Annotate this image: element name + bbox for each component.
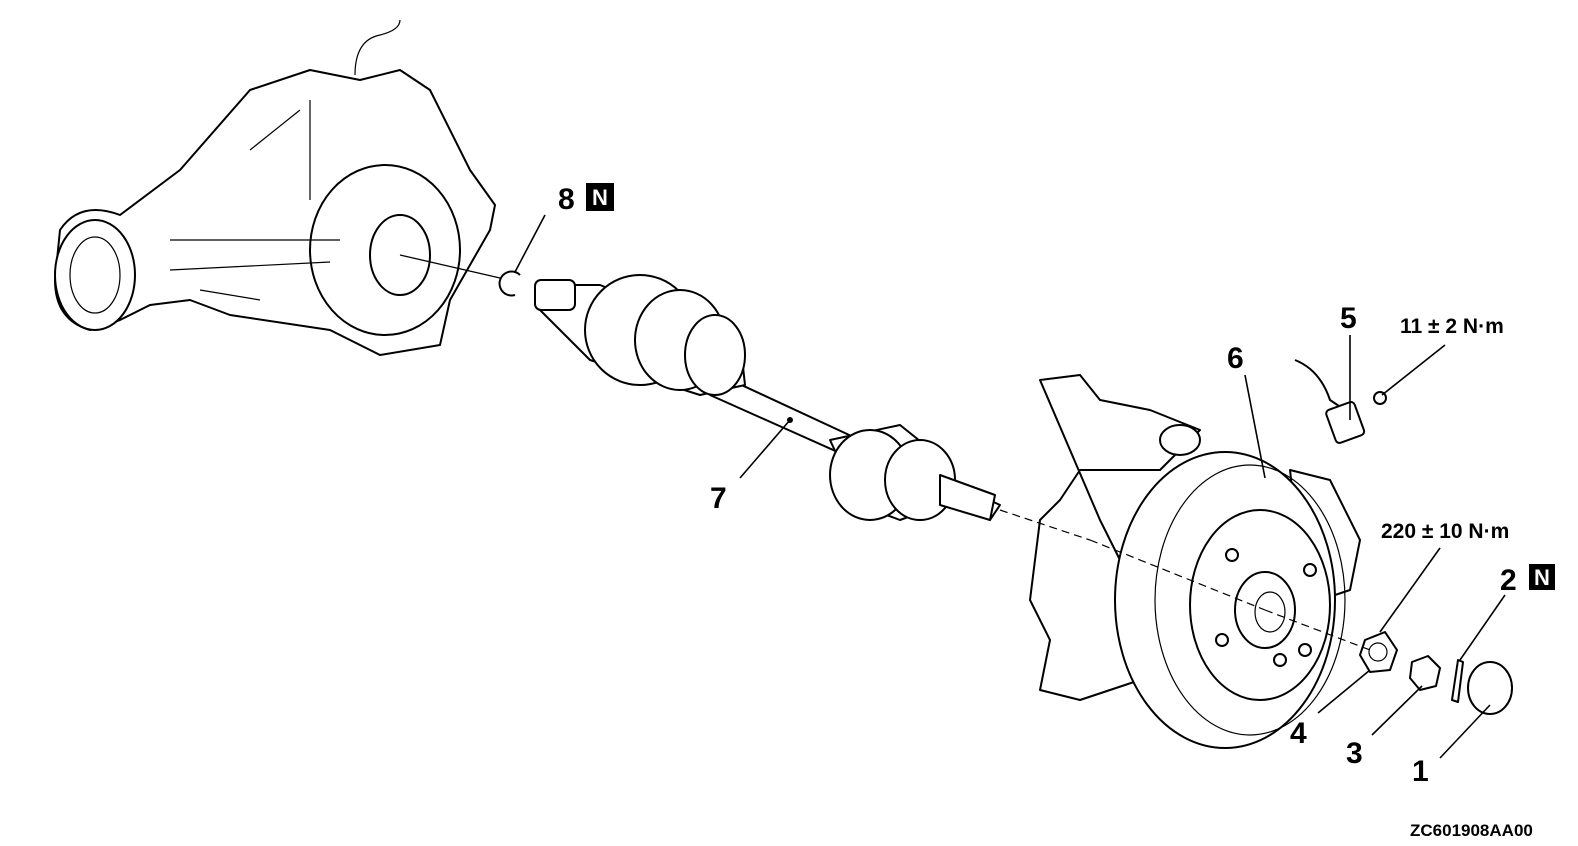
n-badge-8-text: N: [592, 185, 608, 210]
wheel-speed-sensor: [1294, 359, 1387, 444]
leader-lines: [514, 214, 1506, 759]
drive-shaft: [534, 274, 1001, 521]
n-badge-8: [586, 183, 614, 211]
callout-2: 2: [1500, 564, 1517, 597]
callout-4: 4: [1290, 717, 1307, 750]
torque-sensor-bolt: 11 ± 2 N·m: [1400, 315, 1504, 338]
callout-7: 7: [710, 482, 727, 515]
dust-cap: [1467, 661, 1513, 715]
circlip: [498, 270, 521, 297]
n-badge-2: [1529, 564, 1555, 590]
hub-nut: [1359, 631, 1398, 673]
differential-carrier: [54, 19, 496, 356]
callout-3: 3: [1346, 737, 1363, 770]
callout-5: 5: [1340, 302, 1357, 335]
callout-8: 8: [558, 183, 575, 216]
callout-6: 6: [1227, 342, 1244, 375]
n-badge-2-text: N: [1534, 565, 1550, 590]
torque-hub-nut: 220 ± 10 N·m: [1381, 520, 1509, 543]
brake-disc: [1114, 451, 1346, 749]
callout-1: 1: [1412, 755, 1429, 788]
figure-code: ZC601908AA00: [1410, 821, 1533, 840]
cotter-pin: [1451, 659, 1464, 703]
lock-cap: [1409, 655, 1441, 691]
